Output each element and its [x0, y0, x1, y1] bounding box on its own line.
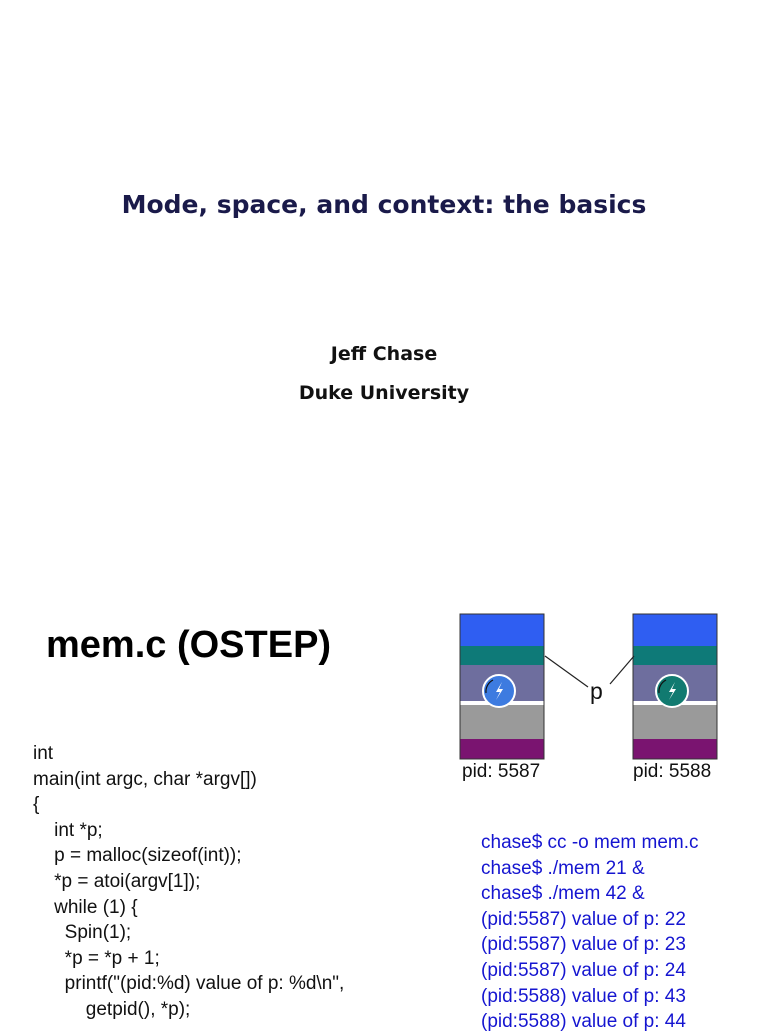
author-name: Jeff Chase [330, 343, 438, 365]
memory-segment [633, 614, 717, 646]
code-line: while (1) { [33, 896, 138, 918]
memory-segment [460, 739, 544, 759]
terminal-line: (pid:5587) value of p: 23 [481, 934, 686, 956]
pid-label-right: pid: 5588 [633, 761, 712, 782]
terminal-line: chase$ ./mem 42 & [481, 883, 645, 905]
terminal-line: (pid:5587) value of p: 22 [481, 908, 686, 930]
memory-segment [633, 646, 717, 665]
memory-segment [633, 705, 717, 739]
author-affiliation: Duke University [298, 382, 470, 404]
terminal-line: (pid:5588) value of p: 43 [481, 985, 686, 1007]
terminal-line: chase$ cc -o mem mem.c [481, 832, 699, 853]
slide-title: Mode, space, and context: the basics [121, 190, 647, 219]
memory-segment [633, 739, 717, 759]
code-line: getpid(), *p); [33, 998, 191, 1020]
pid-label-left: pid: 5587 [462, 761, 541, 782]
code-line: { [33, 794, 40, 816]
code-line: printf("(pid:%d) value of p: %d\n", [33, 973, 345, 995]
thread-arrow-icon [485, 679, 494, 694]
terminal-line: chase$ ./mem 21 & [481, 857, 645, 879]
code-line: int [33, 743, 54, 764]
code-line: int *p; [33, 819, 103, 841]
lightning-icon [669, 682, 676, 700]
address-space-frame [459, 613, 545, 760]
pointer-label: p [590, 678, 603, 704]
lightning-icon [496, 682, 503, 700]
code-line: *p = *p + 1; [33, 947, 160, 969]
memory-segment [460, 646, 544, 665]
thread-arrow-icon [658, 679, 667, 694]
memory-segment [460, 705, 544, 739]
terminal-line: (pid:5588) value of p: 44 [481, 1011, 686, 1033]
address-space-left [459, 613, 545, 760]
terminal-output: chase$ cc -o mem mem.c chase$ ./mem 21 & c… [481, 830, 699, 1035]
code-line: main(int argc, char *argv[]) [33, 768, 257, 790]
code-line: Spin(1); [33, 922, 132, 944]
pointer-line-right [609, 655, 635, 685]
pointer-line-left [544, 655, 589, 688]
code-line: p = malloc(sizeof(int)); [33, 845, 242, 867]
code-listing: int main(int argc, char *argv[]) { int *p;… [33, 741, 344, 1023]
address-space-frame [632, 613, 718, 760]
code-line: *p = atoi(argv[1]); [33, 870, 201, 892]
address-space-right [632, 613, 718, 760]
mem-slide-title: mem.c (OSTEP) [46, 624, 332, 666]
memory-segment [460, 614, 544, 646]
terminal-line: (pid:5587) value of p: 24 [481, 959, 686, 981]
